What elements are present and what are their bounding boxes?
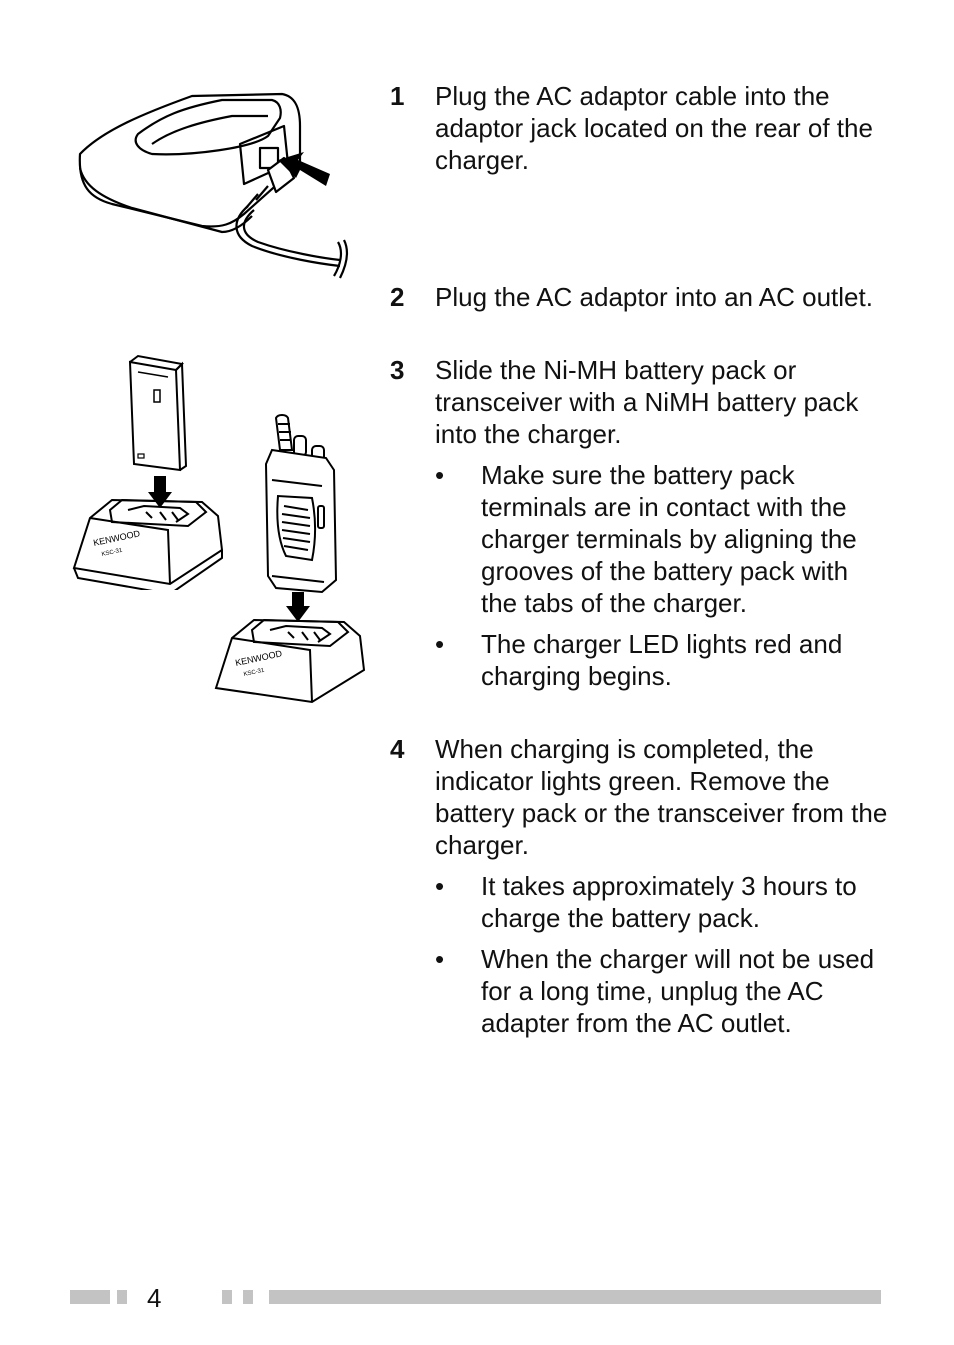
footer-bar-mid-1 bbox=[222, 1290, 232, 1304]
bullet-text: The charger LED lights red and charging … bbox=[481, 629, 843, 691]
step-4: 4 When charging is completed, the indica… bbox=[390, 733, 890, 1039]
footer-bar-mid-2 bbox=[243, 1290, 253, 1304]
step-3-text: Slide the Ni-MH battery pack or transcei… bbox=[435, 355, 859, 449]
footer-bar-right bbox=[269, 1290, 881, 1304]
footer-bar-left-small bbox=[117, 1290, 127, 1304]
step-3-number: 3 bbox=[390, 355, 405, 385]
page-number: 4 bbox=[147, 1283, 162, 1313]
bullet-text: When the charger will not be used for a … bbox=[481, 944, 875, 1038]
bullet-dot: • bbox=[435, 629, 445, 659]
step-3: 3 Slide the Ni-MH battery pack or transc… bbox=[390, 354, 890, 692]
step-4-text: When charging is completed, the indicato… bbox=[435, 734, 888, 860]
step-4-bullet-2: • When the charger will not be used for … bbox=[435, 943, 890, 1039]
transceiver-charger-illustration: KENWOOD KSC-31 bbox=[214, 414, 366, 704]
step-1-number: 1 bbox=[390, 81, 405, 111]
step-4-bullet-1: • It takes approximately 3 hours to char… bbox=[435, 870, 890, 934]
step-2-text: Plug the AC adaptor into an AC outlet. bbox=[435, 282, 873, 312]
battery-charger-illustration: KENWOOD KSC-31 bbox=[72, 354, 224, 590]
step-4-number: 4 bbox=[390, 734, 405, 764]
step-2-number: 2 bbox=[390, 282, 405, 312]
step-3-bullet-1: • Make sure the battery pack terminals a… bbox=[435, 459, 890, 619]
step-1-text: Plug the AC adaptor cable into the adapt… bbox=[435, 81, 873, 175]
bullet-dot: • bbox=[435, 944, 445, 974]
bullet-dot: • bbox=[435, 871, 445, 901]
bullet-text: It takes approximately 3 hours to charge… bbox=[481, 871, 857, 933]
charger-model-text: KSC-31 bbox=[101, 548, 123, 558]
page-footer: 4 bbox=[0, 1283, 954, 1313]
bullet-dot: • bbox=[435, 460, 445, 490]
step-2: 2 Plug the AC adaptor into an AC outlet. bbox=[390, 281, 890, 313]
step-1: 1 Plug the AC adaptor cable into the ada… bbox=[390, 80, 890, 176]
charger-adaptor-illustration bbox=[78, 92, 349, 279]
footer-bar-left bbox=[70, 1290, 110, 1304]
step-3-bullet-2: • The charger LED lights red and chargin… bbox=[435, 628, 890, 692]
bullet-text: Make sure the battery pack terminals are… bbox=[481, 460, 857, 618]
charger-model-text-2: KSC-31 bbox=[243, 668, 265, 678]
